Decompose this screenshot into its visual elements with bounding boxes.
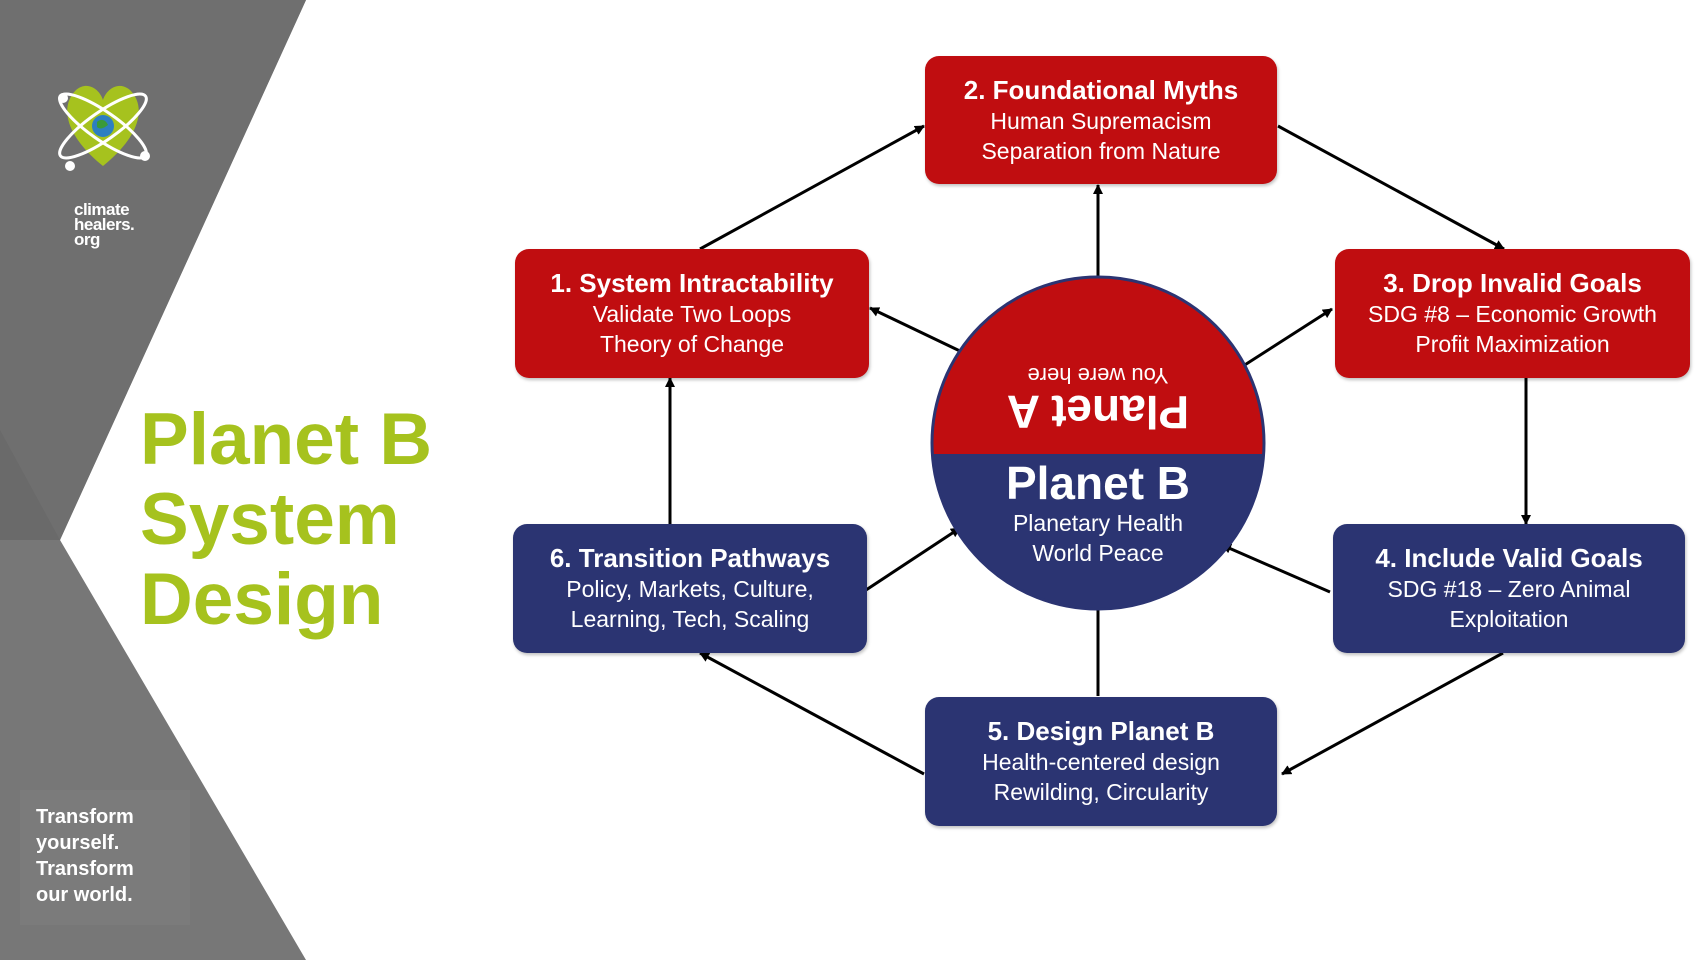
step-2-box: 2. Foundational Myths Human Supremacism … [925, 56, 1277, 184]
planet-b-label: Planet B Planetary Health World Peace [948, 458, 1248, 568]
step-heading: 2. Foundational Myths [963, 74, 1239, 105]
step-heading: 1. System Intractability [550, 268, 834, 298]
step-1-box: 1. System Intractability Validate Two Lo… [515, 249, 869, 378]
step-line: Validate Two Loops [592, 301, 792, 327]
arrow-6-to-center [865, 526, 961, 592]
logo-line: climate [74, 200, 130, 219]
arrow-4-to-center [1221, 543, 1331, 594]
arrow-center-to-3 [1239, 307, 1333, 370]
step-line: Learning, Tech, Scaling [570, 606, 810, 632]
slide-title: Planet B System Design [140, 400, 432, 640]
step-line: Exploitation [1449, 606, 1569, 632]
logo-wordmark: climate healers. org [74, 200, 135, 249]
arrow-4-to-5 [1281, 651, 1504, 776]
logo-line: healers. [74, 215, 135, 234]
step-heading: 3. Drop Invalid Goals [1383, 268, 1642, 298]
title-line: Design [140, 559, 384, 640]
step-line: Theory of Change [599, 331, 785, 357]
step-4-box: 4. Include Valid Goals SDG #18 – Zero An… [1333, 524, 1685, 653]
step-heading: 5. Design Planet B [987, 716, 1215, 746]
planet-b-title: Planet B [1005, 457, 1191, 509]
tagline: Transform yourself. Transform our world. [36, 804, 134, 908]
planet-a-title: Planet A [1006, 386, 1190, 438]
step-line: SDG #8 – Economic Growth [1368, 301, 1657, 327]
arrow-5-to-6 [699, 651, 925, 776]
tagline-line: yourself. [36, 832, 120, 854]
arrow-2-to-3 [1277, 124, 1505, 251]
arrow-center-to-1 [869, 306, 963, 354]
planet-circle [932, 277, 1264, 609]
step-line: SDG #18 – Zero Animal [1387, 576, 1631, 602]
step-line: Rewilding, Circularity [993, 779, 1209, 805]
planet-a-label: Planet A You were here [948, 362, 1248, 438]
arrow-1-to-2 [699, 124, 925, 251]
step-6-box: 6. Transition Pathways Policy, Markets, … [513, 524, 867, 653]
step-line: Separation from Nature [981, 137, 1221, 164]
planet-b-line: Planetary Health [1012, 510, 1184, 536]
step-heading: 4. Include Valid Goals [1375, 543, 1643, 573]
tagline-line: our world. [36, 884, 133, 906]
step-5-box: 5. Design Planet B Health-centered desig… [925, 697, 1277, 826]
title-line: System [140, 479, 400, 560]
tagline-line: Transform [36, 858, 134, 880]
title-line: Planet B [140, 399, 433, 480]
step-line: Human Supremacism [990, 107, 1212, 134]
step-line: Health-centered design [982, 749, 1220, 775]
planet-b-line: World Peace [1032, 540, 1164, 566]
climate-healers-logo-icon [58, 85, 150, 171]
step-line: Policy, Markets, Culture, [566, 576, 814, 602]
you-were-here-label: You were here [1027, 363, 1169, 388]
step-line: Profit Maximization [1415, 331, 1610, 357]
step-heading: 6. Transition Pathways [549, 543, 831, 573]
step-3-box: 3. Drop Invalid Goals SDG #8 – Economic … [1335, 249, 1690, 378]
logo-line: org [74, 230, 100, 249]
tagline-line: Transform [36, 806, 134, 828]
